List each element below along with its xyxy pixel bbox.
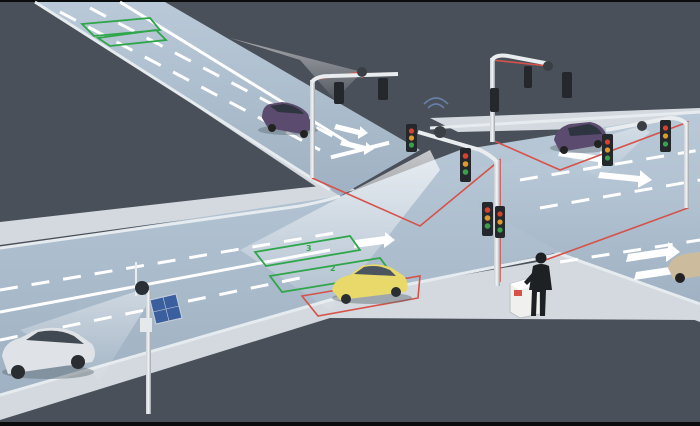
sensor-beam-main <box>240 150 440 310</box>
zone-number-2: 2 <box>330 264 336 273</box>
car-silver-left <box>2 327 95 379</box>
sensor-beam-left <box>20 290 150 380</box>
sensor-beam-north <box>230 38 362 100</box>
car-purple-north <box>258 102 318 138</box>
car-purple-east <box>550 122 610 154</box>
signal-pole-left <box>310 72 399 178</box>
sensor-box <box>140 318 152 332</box>
curbs <box>0 0 700 397</box>
car-yellow <box>332 264 412 304</box>
center-line-north <box>119 0 361 152</box>
solar-panel-icon <box>149 293 183 325</box>
zone-number-3: 3 <box>306 244 312 253</box>
car-beige-east <box>668 252 700 283</box>
radar-sensor-icon <box>135 61 647 295</box>
traffic-light-icon <box>334 66 671 238</box>
operator-figure-icon <box>524 252 552 316</box>
signal-pole-right <box>605 115 689 208</box>
